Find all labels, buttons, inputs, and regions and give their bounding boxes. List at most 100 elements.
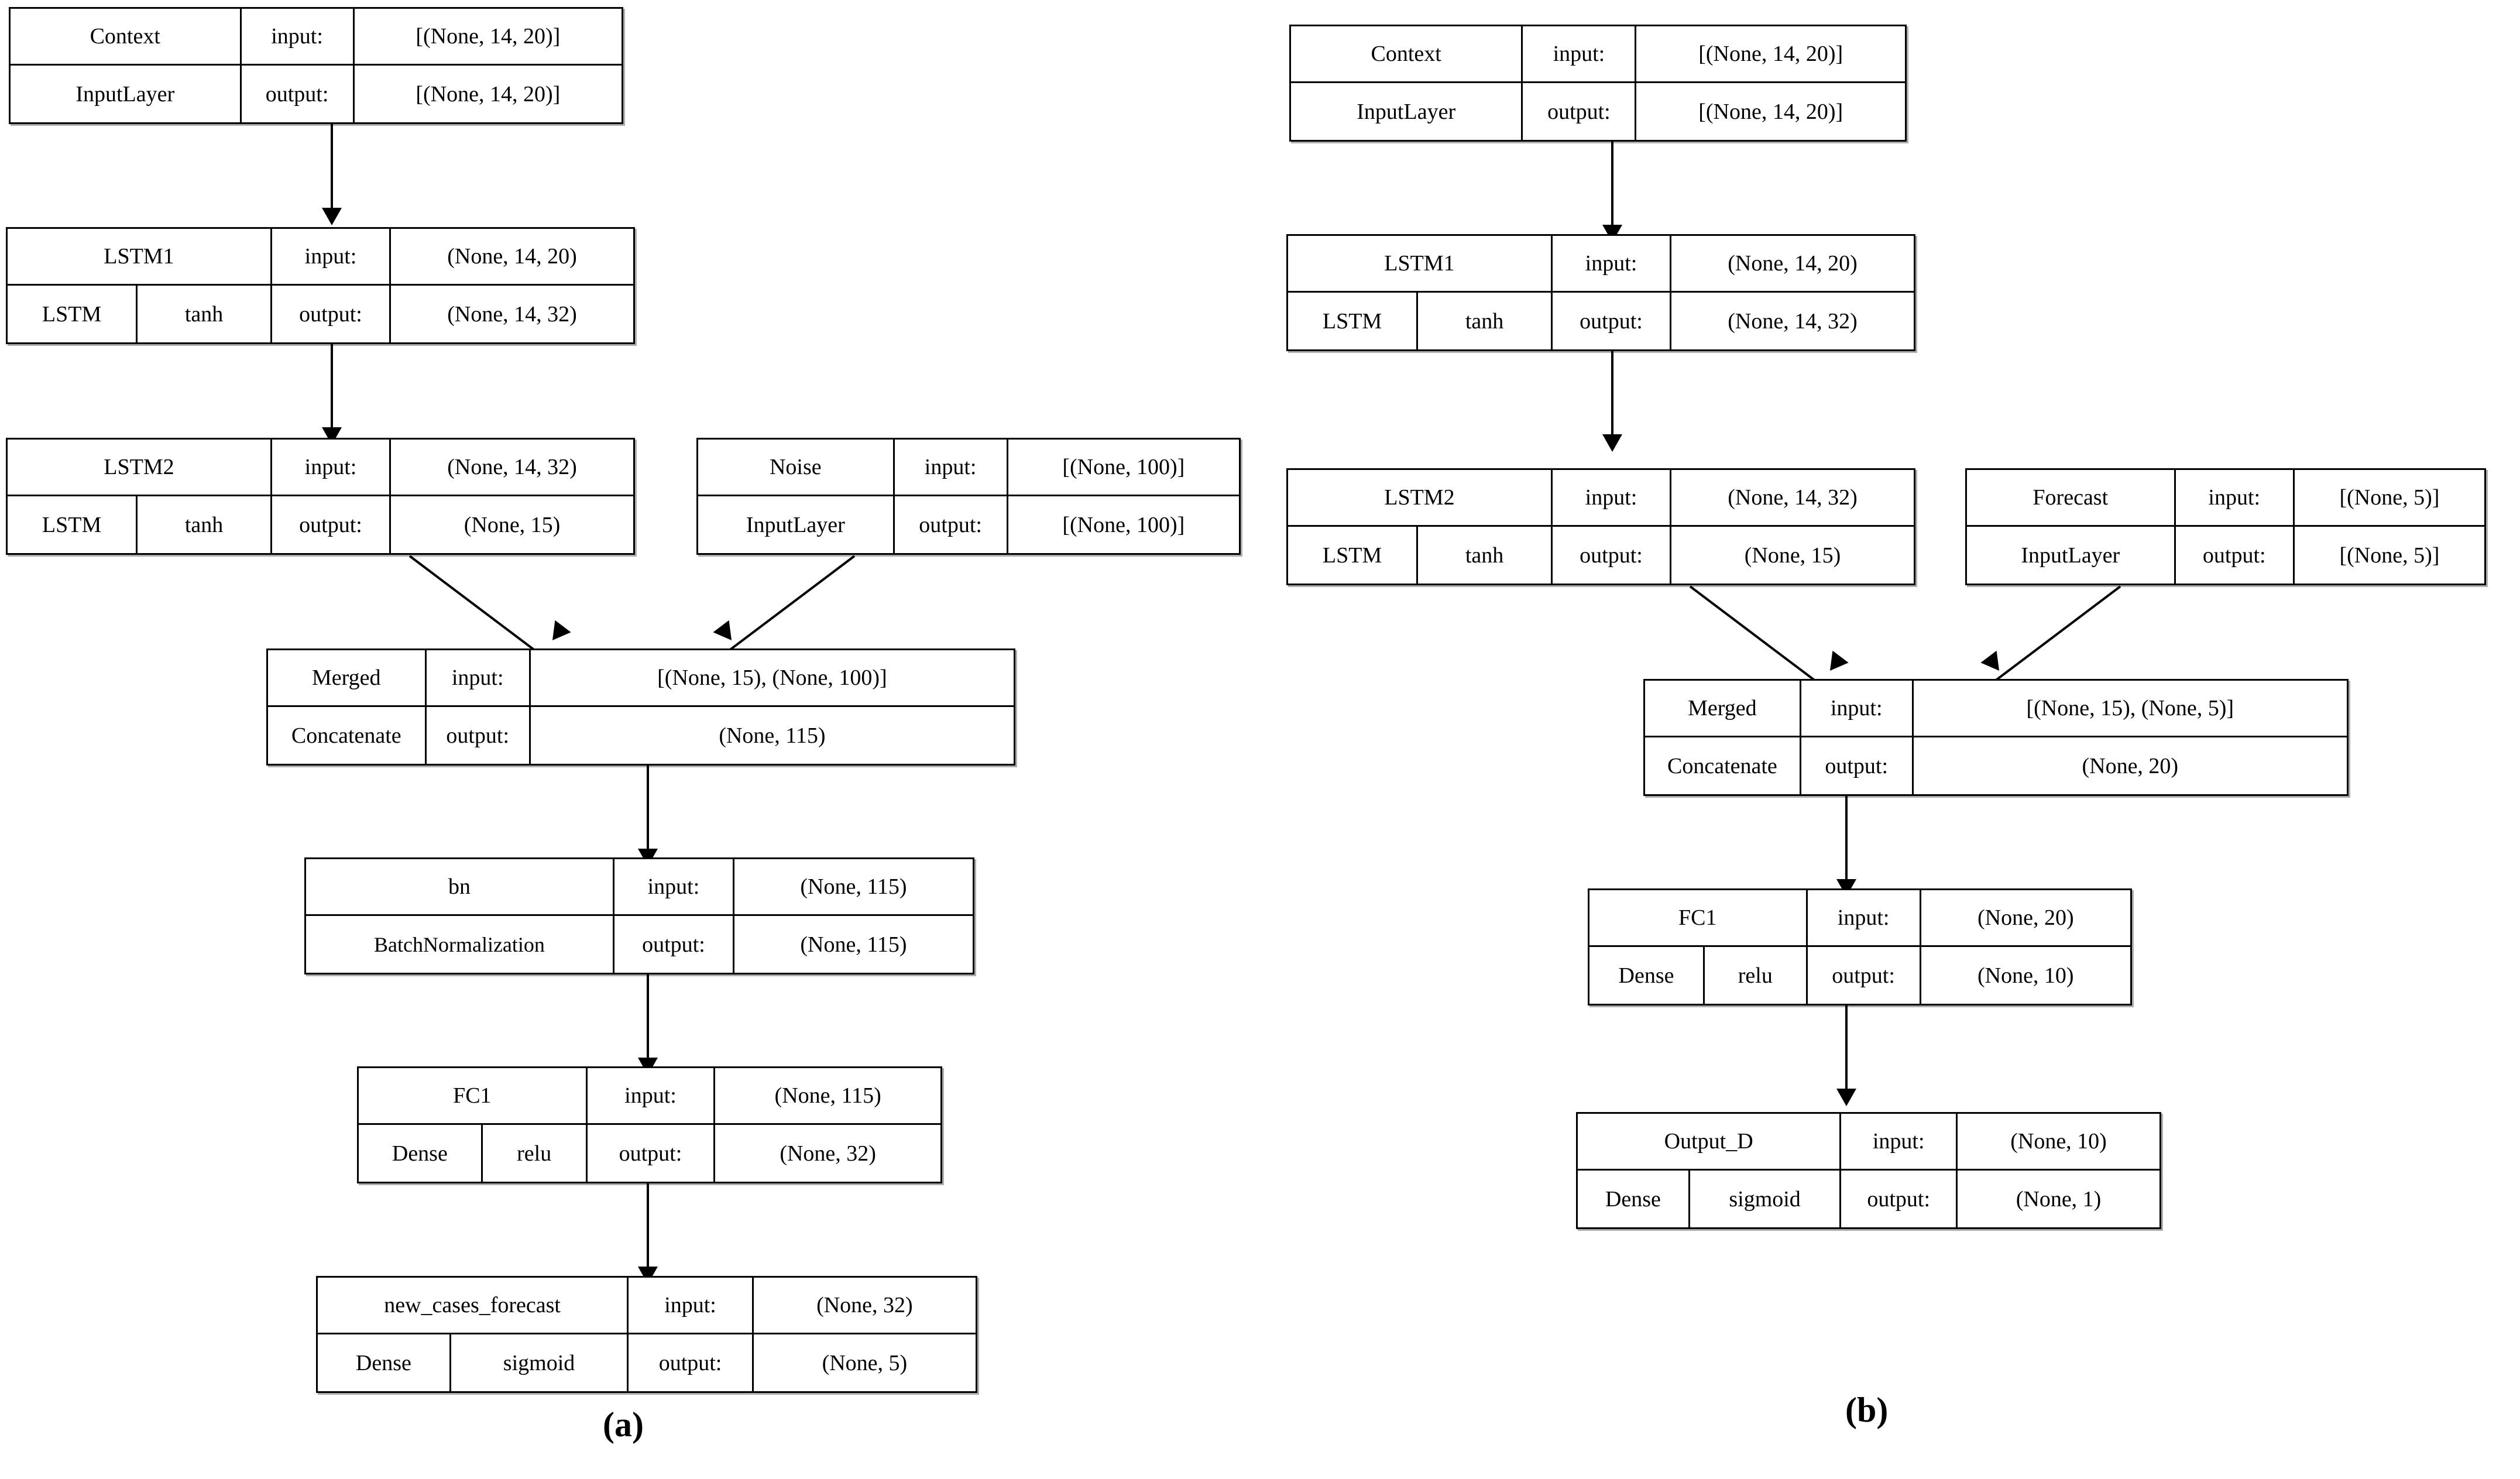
- input-label: input:: [270, 229, 389, 284]
- edge-merged-to-bn: [647, 766, 649, 852]
- node-new-cases-forecast-a[interactable]: new_cases_forecast input: (None, 32) Den…: [316, 1276, 977, 1393]
- node-context-b[interactable]: Context input: [(None, 14, 20)] InputLay…: [1289, 25, 1907, 142]
- node-name: bn: [448, 874, 471, 899]
- node-name: Output_D: [1664, 1129, 1753, 1154]
- input-shape: [(None, 15), (None, 5)]: [1911, 681, 2347, 736]
- output-shape: (None, 20): [1911, 737, 2347, 794]
- panel-a: Context input: [(None, 14, 20)] InputLay…: [6, 7, 1241, 1444]
- input-label: input:: [1521, 26, 1635, 81]
- output-shape: (None, 15): [389, 496, 633, 553]
- output-shape: (None, 10): [1919, 947, 2130, 1004]
- node-name: LSTM1: [1384, 251, 1455, 276]
- input-shape: (None, 14, 32): [1670, 470, 1914, 525]
- node-merged-a[interactable]: Merged input: [(None, 15), (None, 100)] …: [266, 648, 1015, 766]
- node-lstm2-a[interactable]: LSTM2 input: (None, 14, 32) LSTM tanh ou…: [6, 438, 635, 555]
- edge-bn-to-fc1: [647, 974, 649, 1061]
- node-name: new_cases_forecast: [384, 1293, 561, 1317]
- output-shape: [(None, 14, 20)]: [1635, 83, 1905, 140]
- node-activation: sigmoid: [449, 1334, 627, 1391]
- node-context-a[interactable]: Context input: [(None, 14, 20)] InputLay…: [9, 7, 623, 124]
- node-lstm2-b[interactable]: LSTM2 input: (None, 14, 32) LSTM tanh ou…: [1286, 468, 1915, 585]
- input-label: input:: [585, 1068, 714, 1123]
- node-type: Dense: [1605, 1186, 1661, 1212]
- arrowhead-fc1-to-output-d: [1836, 1089, 1856, 1106]
- edge-context-to-lstm1: [331, 124, 333, 212]
- node-type: InputLayer: [2021, 543, 2120, 568]
- input-label: input:: [627, 1278, 752, 1333]
- node-name: Forecast: [2033, 485, 2109, 510]
- node-name: Noise: [769, 455, 822, 479]
- node-output-d-b[interactable]: Output_D input: (None, 10) Dense sigmoid…: [1576, 1112, 2161, 1229]
- input-label: input:: [1550, 470, 1670, 525]
- edge-lstm1-to-lstm2: [331, 344, 333, 431]
- node-activation: tanh: [136, 496, 270, 553]
- output-label: output:: [892, 496, 1007, 553]
- node-type: LSTM: [1322, 308, 1382, 334]
- input-label: input:: [1550, 236, 1670, 291]
- panel-b: Context input: [(None, 14, 20)] InputLay…: [1260, 0, 2520, 1479]
- node-lstm1-a[interactable]: LSTM1 input: (None, 14, 20) LSTM tanh ou…: [6, 227, 635, 344]
- node-type: Concatenate: [291, 723, 401, 748]
- node-forecast-b[interactable]: Forecast input: [(None, 5)] InputLayer o…: [1965, 468, 2486, 585]
- output-label: output:: [1839, 1171, 1956, 1227]
- input-label: input:: [239, 9, 353, 64]
- output-label: output:: [424, 707, 529, 764]
- output-label: output:: [239, 66, 353, 122]
- node-type: LSTM: [42, 301, 102, 327]
- node-name: Merged: [312, 665, 381, 690]
- edge-fc1-to-output-d: [1845, 1006, 1848, 1092]
- output-label: output:: [1805, 947, 1920, 1004]
- node-type: InputLayer: [746, 512, 845, 537]
- input-shape: (None, 20): [1919, 890, 2130, 945]
- output-label: output:: [612, 916, 733, 973]
- node-fc1-a[interactable]: FC1 input: (None, 115) Dense relu output…: [357, 1066, 942, 1183]
- node-name: LSTM1: [104, 244, 174, 269]
- output-shape: (None, 115): [528, 707, 1014, 764]
- edge-context-to-lstm1: [1611, 142, 1613, 228]
- node-name: Context: [90, 24, 160, 49]
- node-name: FC1: [453, 1083, 492, 1108]
- node-type: Dense: [355, 1350, 411, 1375]
- output-label: output:: [2174, 527, 2293, 584]
- node-name: FC1: [1678, 905, 1717, 930]
- output-label: output:: [1550, 293, 1670, 349]
- node-type: BatchNormalization: [374, 932, 545, 956]
- node-name: LSTM2: [104, 455, 174, 479]
- node-activation: tanh: [1416, 293, 1551, 349]
- node-bn-a[interactable]: bn input: (None, 115) BatchNormalization…: [304, 857, 974, 974]
- output-shape: (None, 115): [732, 916, 973, 973]
- edge-lstm1-to-lstm2: [1611, 351, 1613, 438]
- node-type: Dense: [1618, 963, 1674, 988]
- input-label: input:: [1839, 1114, 1956, 1169]
- input-shape: (None, 115): [713, 1068, 940, 1123]
- node-activation: tanh: [1416, 527, 1551, 584]
- node-type: LSTM: [42, 512, 102, 537]
- input-label: input:: [612, 859, 733, 914]
- output-shape: (None, 32): [713, 1125, 940, 1182]
- output-label: output:: [627, 1334, 752, 1391]
- panel-a-caption: (a): [603, 1405, 644, 1444]
- node-type: InputLayer: [1357, 99, 1456, 124]
- panel-b-caption: (b): [1845, 1391, 1889, 1429]
- node-merged-b[interactable]: Merged input: [(None, 15), (None, 5)] Co…: [1643, 679, 2349, 796]
- node-name: Merged: [1688, 696, 1757, 720]
- input-label: input:: [270, 440, 389, 495]
- node-activation: sigmoid: [1688, 1171, 1839, 1227]
- node-type: Concatenate: [1667, 753, 1777, 778]
- arrowhead-lstm1-to-lstm2: [1602, 434, 1622, 452]
- output-label: output:: [1550, 527, 1670, 584]
- input-label: input:: [1799, 681, 1912, 736]
- node-activation: relu: [480, 1125, 586, 1182]
- node-lstm1-b[interactable]: LSTM1 input: (None, 14, 20) LSTM tanh ou…: [1286, 234, 1915, 351]
- node-name: LSTM2: [1384, 485, 1455, 510]
- output-shape: (None, 14, 32): [1670, 293, 1914, 349]
- input-shape: (None, 32): [751, 1278, 976, 1333]
- node-type: LSTM: [1322, 543, 1382, 568]
- node-noise-a[interactable]: Noise input: [(None, 100)] InputLayer ou…: [696, 438, 1241, 555]
- output-shape: [(None, 5)]: [2292, 527, 2484, 584]
- input-shape: [(None, 100)]: [1006, 440, 1239, 495]
- output-shape: [(None, 14, 20)]: [352, 66, 622, 122]
- node-fc1-b[interactable]: FC1 input: (None, 20) Dense relu output:…: [1588, 888, 2132, 1006]
- output-shape: [(None, 100)]: [1006, 496, 1239, 553]
- edge-merged-to-fc1: [1845, 796, 1848, 883]
